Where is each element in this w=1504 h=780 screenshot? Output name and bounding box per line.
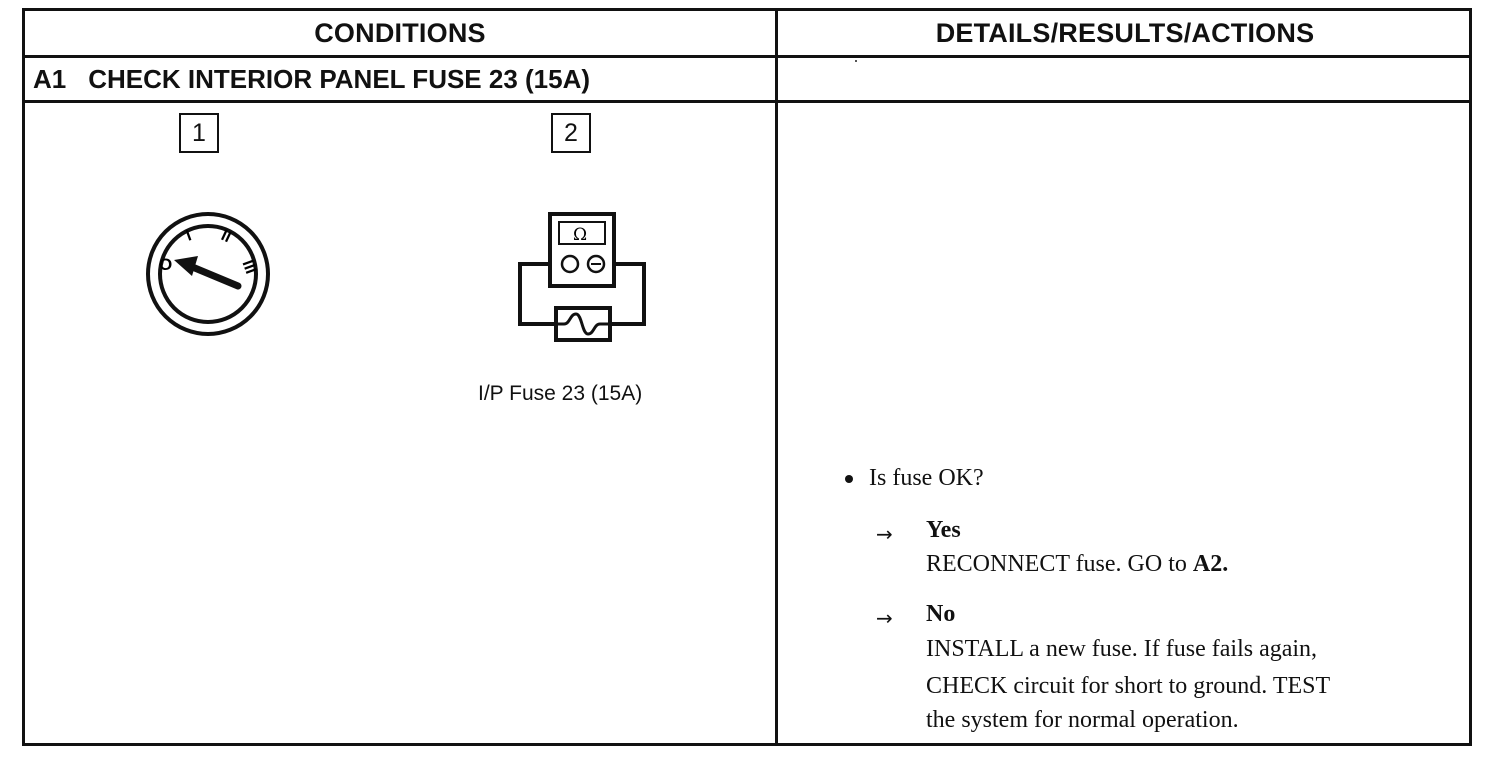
question-text: Is fuse OK?	[869, 465, 984, 491]
no-action-line-1: INSTALL a new fuse. If fuse fails again,	[926, 636, 1318, 662]
ignition-pos-1: I	[184, 227, 194, 244]
yes-goto-link[interactable]: A2.	[1192, 551, 1229, 577]
ohm-symbol: Ω	[573, 225, 587, 245]
no-action-line-2: CHECK circuit for short to ground. TEST	[926, 673, 1331, 699]
step-number: A1	[33, 63, 67, 94]
conditions-header: CONDITIONS	[314, 17, 486, 48]
question-row: Is fuse OK?	[845, 464, 984, 493]
stray-dot	[855, 60, 857, 62]
no-label: No	[926, 601, 956, 627]
column-divider	[775, 11, 778, 743]
fuse-caption: I/P Fuse 23 (15A)	[478, 382, 643, 405]
header-divider	[25, 55, 1469, 58]
yes-action: RECONNECT fuse. GO to A2.	[926, 550, 1228, 579]
step-1-box: 1	[179, 113, 219, 153]
step-title-row: A1 CHECK INTERIOR PANEL FUSE 23 (15A)	[33, 58, 590, 100]
yes-label: Yes	[926, 517, 961, 543]
ignition-pos-off: O	[159, 255, 172, 274]
ignition-pos-3: III	[239, 258, 260, 276]
yes-action-text: RECONNECT fuse. GO to	[926, 551, 1187, 577]
step-2-box: 2	[551, 113, 591, 153]
ignition-switch-icon: O I II III	[146, 212, 270, 336]
arrow-right-icon: →	[876, 522, 893, 546]
diagnostic-table: CONDITIONS DETAILS/RESULTS/ACTIONS A1 CH…	[22, 8, 1472, 746]
ohmmeter-fuse-icon: Ω	[518, 212, 646, 342]
step-title: CHECK INTERIOR PANEL FUSE 23 (15A)	[88, 63, 591, 94]
bullet-icon	[845, 474, 853, 483]
arrow-right-icon: →	[876, 606, 893, 630]
no-action-line-3: the system for normal operation.	[926, 707, 1239, 733]
details-header: DETAILS/RESULTS/ACTIONS	[935, 17, 1315, 48]
step-divider	[25, 100, 1469, 103]
